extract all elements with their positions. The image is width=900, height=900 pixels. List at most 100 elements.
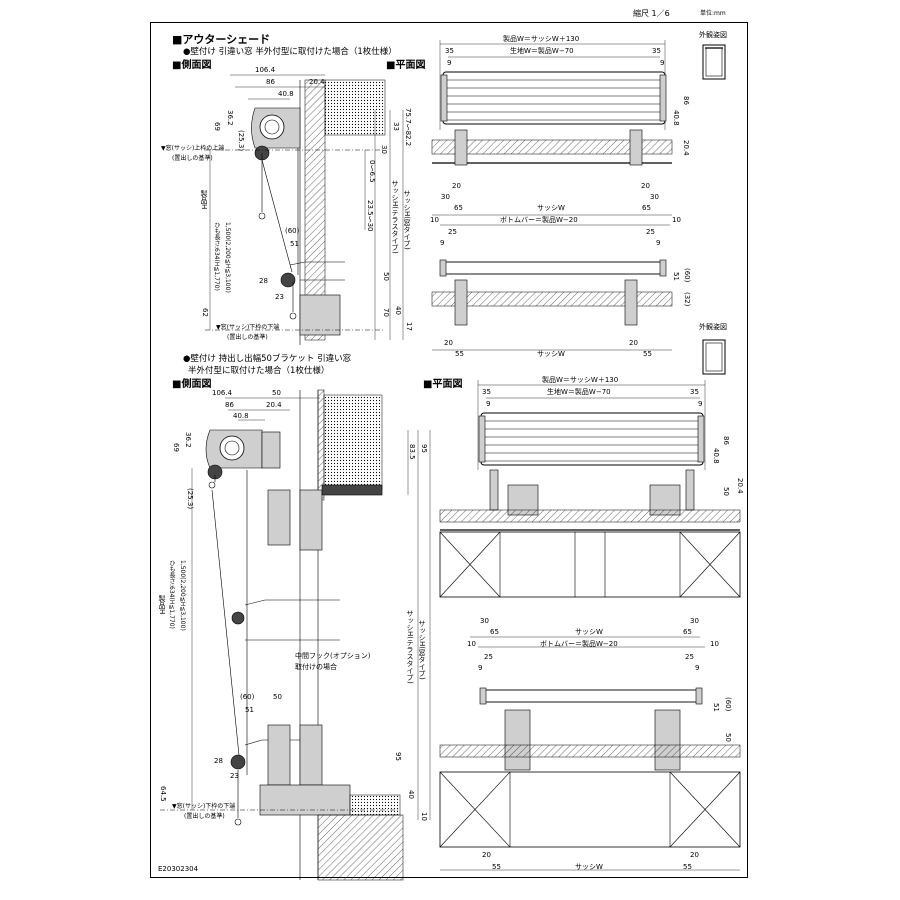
- s1-plan-b-dim-20-r: 20: [629, 339, 638, 347]
- s1-dim-0-6-5: 0〜6.5: [368, 160, 376, 183]
- s1-plan-dim-30-l: 30: [441, 193, 450, 201]
- section1-plan-label: ■平面図: [386, 60, 426, 71]
- s2-dim-106-4: 106.4: [212, 389, 233, 397]
- s1-plan-fabric-w: 生地W＝製品W−70: [510, 47, 574, 55]
- s1-ref-top-sub: (置出しの基準): [172, 155, 213, 162]
- section1-appearance-label: 外観姿図: [699, 31, 727, 39]
- s1-plan-b-dim-55-l: 55: [455, 350, 464, 358]
- s1-dim-30: 30: [380, 145, 388, 154]
- section2-plan-view: [439, 380, 741, 871]
- scale-label: 縮尺 1／6: [633, 9, 670, 18]
- s1-plan-dim-40-8: 40.8: [672, 110, 680, 126]
- s1-dim-51: 51: [290, 240, 299, 248]
- s1-plan-b-dim-51: 51: [672, 272, 680, 281]
- s2-plan-dim-20-4: 20.4: [736, 478, 744, 494]
- section1-side-view: [205, 74, 404, 345]
- s2-plan-dim-30-l: 30: [480, 617, 489, 625]
- s2-plan-dim-40-8: 40.8: [712, 448, 720, 464]
- s1-plan-sash-w: サッシW: [537, 204, 565, 212]
- s2-plan-dim-9-r: 9: [698, 400, 703, 408]
- s1-dim-69: 69: [213, 122, 221, 131]
- s2-dim-40-8: 40.8: [233, 412, 249, 420]
- s2-plan-dim-30-r: 30: [690, 617, 699, 625]
- s1-dim-28: 28: [259, 277, 268, 285]
- s1-dim-70: 70: [382, 308, 390, 317]
- s1-plan-b-sash-w: サッシW: [537, 350, 565, 358]
- s1-plan-product-w: 製品W＝サッシW＋130: [503, 35, 580, 43]
- s2-dim-60: (60): [240, 693, 255, 701]
- s1-dim-17: 17: [405, 322, 413, 331]
- section1-plan-view: [431, 40, 726, 375]
- s1-plan-b-dim-32: (32): [683, 292, 691, 307]
- s1-sash-h-terrace: サッシH(テラスタイプ): [391, 180, 399, 254]
- s1-plan-b-dim-25-r: 25: [646, 228, 655, 236]
- s2-plan-b-dim-10-l: 10: [467, 640, 476, 648]
- s2-plan-b-dim-9-l: 9: [478, 664, 483, 672]
- s1-dim-62: 62: [201, 308, 209, 317]
- s1-sash-h-window: サッシH(窓タイプ): [403, 190, 411, 250]
- s2-plan-dim-35-l: 35: [482, 388, 491, 396]
- s2-dim-23: 23: [230, 772, 239, 780]
- s2-dim-69: 69: [172, 443, 180, 452]
- s1-dim-20-4: 20.4: [309, 78, 325, 86]
- s2-ref-bottom: ▼窓(サッシ)下枠の下端: [172, 803, 236, 810]
- s2-plan-dim-86: 86: [722, 436, 730, 445]
- s1-dim-33: 33: [392, 122, 400, 131]
- s2-dim-10: 10: [420, 812, 428, 821]
- section2-side-label: ■側面図: [172, 379, 212, 390]
- s2-plan-b-sash-w: サッシW: [575, 863, 603, 871]
- s2-plan-dim-50: 50: [722, 487, 730, 496]
- s1-plan-b-dim-9-l: 9: [440, 239, 445, 247]
- s2-plan-dim-65-r: 65: [683, 628, 692, 636]
- s2-dim-20-4: 20.4: [266, 401, 282, 409]
- s2-product-h: 製品H: [158, 595, 166, 615]
- s1-plan-dim-9-l: 9: [447, 59, 452, 67]
- s1-plan-dim-9-r: 9: [660, 59, 665, 67]
- s2-dim-50-b: 50: [273, 693, 282, 701]
- s1-plan-dim-30-r: 30: [650, 193, 659, 201]
- s2-plan-b-dim-9-r: 9: [695, 664, 700, 672]
- s1-plan-dim-20-l: 20: [452, 182, 461, 190]
- s1-plan-dim-20-4: 20.4: [682, 140, 690, 156]
- section2-plan-label: ■平面図: [423, 379, 463, 390]
- section2-caption-2: 半外付型に取付けた場合（1枚仕様）: [188, 366, 330, 376]
- s1-ref-top: ▼窓(サッシ)上枠の上端: [161, 145, 225, 152]
- s1-plan-dim-86: 86: [682, 96, 690, 105]
- s1-plan-dim-35-r: 35: [652, 47, 661, 55]
- s1-plan-bottom-bar: ボトムバー＝製品W−20: [500, 216, 578, 224]
- section2-appearance-label: 外観姿図: [699, 323, 727, 331]
- s1-product-h: 製品H: [200, 190, 208, 210]
- s2-plan-bottom-bar: ボトムバー＝製品W−20: [540, 640, 618, 648]
- s1-dim-60: (60): [285, 227, 300, 235]
- s1-dim-40: 40: [394, 306, 402, 315]
- s2-plan-b-dim-55-l: 55: [492, 863, 501, 871]
- section1-caption: ●壁付け 引違い窓 半外付型に取付けた場合（1枚仕様）: [183, 47, 397, 57]
- section2-side-view: [160, 389, 431, 881]
- s1-plan-b-dim-10-l: 10: [430, 216, 439, 224]
- s1-plan-b-dim-10-r: 10: [672, 216, 681, 224]
- section1-side-label: ■側面図: [172, 60, 212, 71]
- s2-dim-95-top: 95: [420, 444, 428, 453]
- s2-dim-64-5: 64.5: [159, 786, 167, 802]
- s2-dim-28: 28: [214, 757, 223, 765]
- s2-cord-length-1: ひも長さ:634(H≦1,770): [168, 560, 175, 629]
- s2-plan-b-dim-10-r: 10: [710, 640, 719, 648]
- page-title: ■アウターシェード: [172, 33, 271, 46]
- s1-plan-dim-20-r: 20: [641, 182, 650, 190]
- s2-dim-25-3: (25.3): [186, 488, 194, 510]
- s2-hook-note-2: 取付けの場合: [295, 663, 337, 671]
- s2-plan-b-dim-51: 51: [712, 703, 720, 712]
- s1-cord-length-1: ひも長さ:634(H≦1,770): [213, 222, 220, 291]
- s1-dim-40-8: 40.8: [278, 90, 294, 98]
- s2-plan-b-dim-20-l: 20: [482, 851, 491, 859]
- s2-dim-36-2: 36.2: [184, 432, 192, 448]
- s2-plan-dim-65-l: 65: [490, 628, 499, 636]
- s2-plan-sash-w: サッシW: [575, 628, 603, 636]
- s1-plan-b-dim-25-l: 25: [448, 228, 457, 236]
- s1-dim-50: 50: [382, 272, 390, 281]
- s2-cord-length-2: 1,500(2,200≦H≦3,100): [179, 560, 186, 631]
- s2-hook-note-1: 中間フック(オプション): [295, 652, 371, 660]
- drawing-code: E20302304: [158, 865, 199, 873]
- s1-plan-dim-65-l: 65: [454, 204, 463, 212]
